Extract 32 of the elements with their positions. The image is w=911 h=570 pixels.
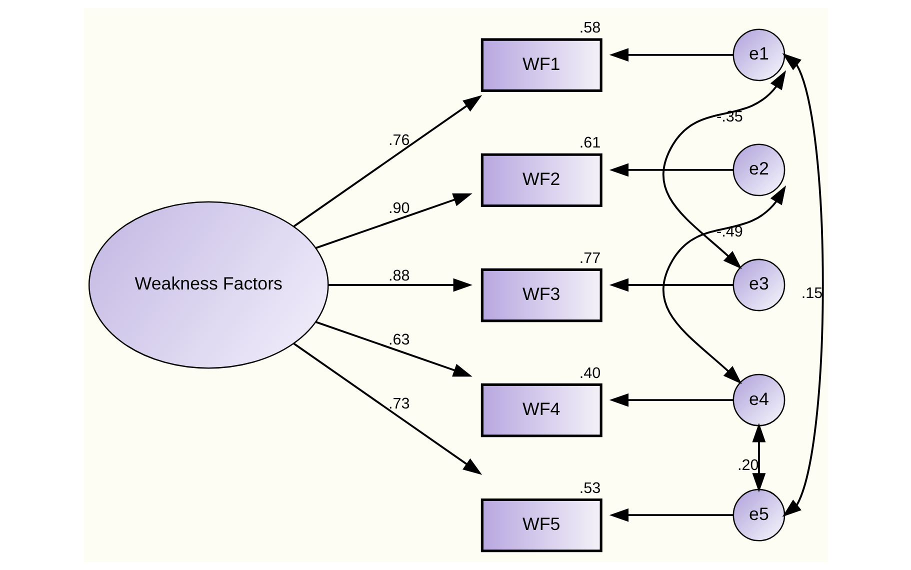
edge-label: .90 [388,200,410,217]
arrow [608,393,733,407]
arrow [315,321,472,377]
node-circle: e4 [732,374,785,426]
node-label: .58 [578,20,600,37]
arrow [608,508,733,522]
node-label: .77 [578,250,600,267]
arrow [662,185,786,384]
edge-label: .88 [388,268,410,285]
arrow [608,278,733,292]
node-label: .53 [578,480,600,497]
edge-label: .15 [800,284,822,302]
arrow [292,342,482,475]
node-circle: e2 [732,144,785,196]
node-circle: e1 [732,28,785,82]
arrow [328,278,472,292]
edge-label: .63 [388,332,410,349]
edge-label: .76 [388,132,410,150]
arrow [608,163,733,177]
arrow [782,53,824,517]
node-label: .61 [578,134,600,152]
arrow [662,70,786,270]
edge-label: .20 [736,456,758,474]
arrow [315,193,472,249]
node-circle: e3 [732,258,785,312]
node-circle: e5 [732,488,785,542]
arrow [608,48,733,62]
edge-label: .73 [388,395,410,412]
arrow [752,423,766,492]
arrow [292,95,482,228]
node-label: .40 [578,364,600,382]
node-ellipse: Weakness Factors [88,201,328,369]
